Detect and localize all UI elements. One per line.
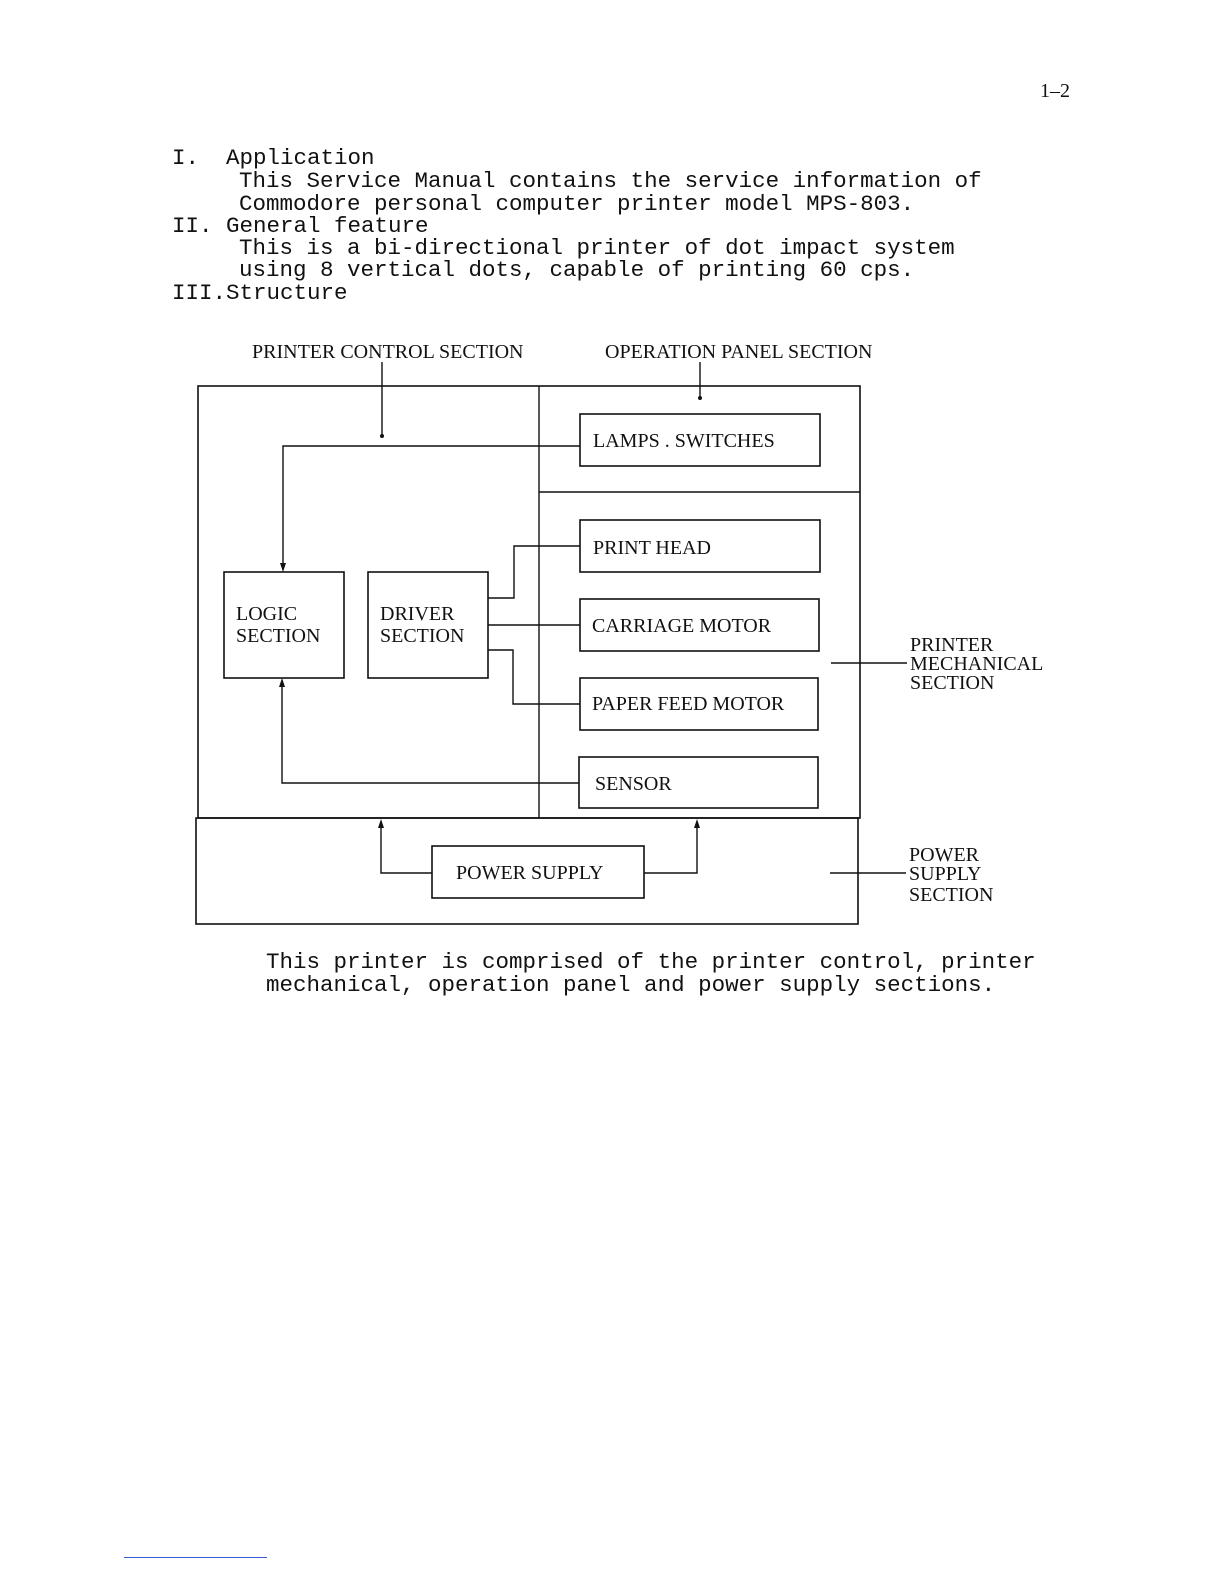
block-paper-feed-motor <box>579 677 819 731</box>
block-power-supply <box>431 845 645 899</box>
page-number: 1–2 <box>1040 80 1070 102</box>
label-mechanical-line1: PRINTER <box>910 634 994 656</box>
section-text-line: using 8 vertical dots, capable of printi… <box>239 257 915 283</box>
arrowhead <box>694 819 700 828</box>
block-print-head-label: PRINT HEAD <box>593 537 711 559</box>
label-power-line1: POWER <box>909 844 980 866</box>
label-power-line3: SECTION <box>909 884 993 906</box>
block-logic-label-line1: LOGIC <box>236 603 297 625</box>
block-driver-label-line1: DRIVER <box>380 603 455 625</box>
block-lamps-switches <box>579 413 821 467</box>
section-heading-general-feature: II. General feature <box>172 213 429 239</box>
block-driver-label-line2: SECTION <box>380 625 464 647</box>
arrowhead <box>279 678 285 687</box>
label-power-line2: SUPPLY <box>909 863 981 885</box>
connector-driver-to-paper-feed-motor <box>488 649 580 705</box>
caption-line: mechanical, operation panel and power su… <box>266 972 996 998</box>
section-text-line: This is a bi-directional printer of dot … <box>239 235 955 261</box>
block-carriage-motor-label: CARRIAGE MOTOR <box>592 615 772 637</box>
section-text-line: This Service Manual contains the service… <box>239 168 982 194</box>
block-logic-label-line2: SECTION <box>236 625 320 647</box>
block-paper-feed-motor-label: PAPER FEED MOTOR <box>592 693 785 715</box>
block-lamps-switches-label: LAMPS . SWITCHES <box>593 430 775 452</box>
power-supply-section-frame <box>195 817 859 925</box>
block-print-head <box>579 519 821 573</box>
label-mechanical-line3: SECTION <box>910 672 994 694</box>
connector-lamps-to-logic <box>282 445 580 566</box>
connector-sensor-to-logic <box>281 684 579 784</box>
block-sensor <box>578 756 819 809</box>
block-logic-section <box>223 571 345 679</box>
leader-dot <box>380 434 384 438</box>
caption-line: This printer is comprised of the printer… <box>266 949 1036 975</box>
label-mechanical-line2: MECHANICAL <box>910 653 1043 675</box>
section-heading-application: I. Application <box>172 145 375 171</box>
label-operation-panel-section: OPERATION PANEL SECTION <box>605 341 872 363</box>
block-driver-section <box>367 571 489 679</box>
leader-dot <box>698 396 702 400</box>
section-heading-structure: III.Structure <box>172 280 348 306</box>
connector-power-to-control <box>380 826 432 874</box>
section-text-line: Commodore personal computer printer mode… <box>239 191 915 217</box>
block-sensor-label: SENSOR <box>595 773 672 795</box>
connector-driver-to-print-head <box>488 545 580 599</box>
footer-rule <box>124 1557 267 1558</box>
arrowhead <box>378 819 384 828</box>
arrowhead <box>280 563 286 572</box>
block-power-supply-label: POWER SUPPLY <box>456 862 603 884</box>
label-printer-control-section: PRINTER CONTROL SECTION <box>252 341 523 363</box>
connector-power-to-mechanical <box>644 826 698 874</box>
